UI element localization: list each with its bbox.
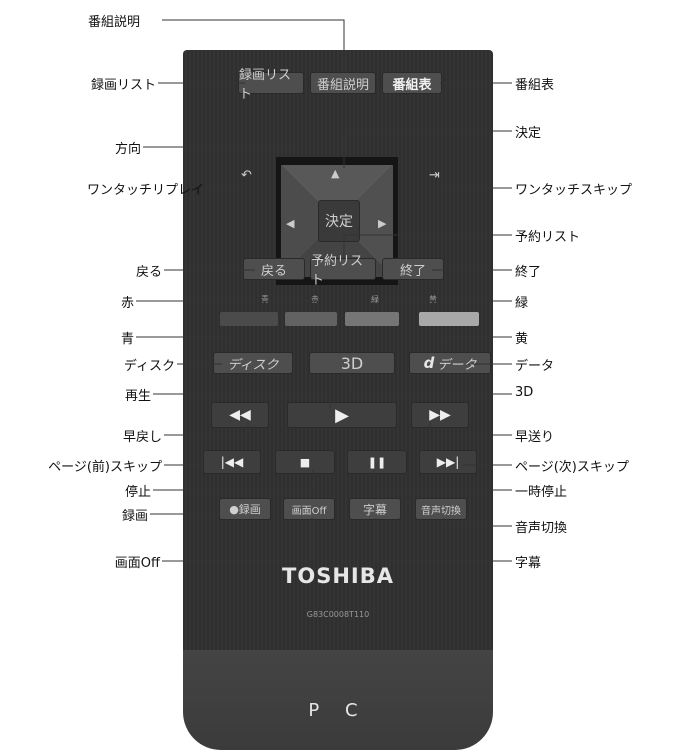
label-yoyaku-list: 予約リスト bbox=[515, 230, 581, 245]
bangumi-setsumei-button[interactable]: 番組説明 bbox=[310, 72, 376, 94]
label-houkou: 方向 bbox=[114, 142, 141, 157]
ao-button[interactable] bbox=[220, 312, 278, 326]
ki-caption: 黄 bbox=[429, 295, 437, 304]
play-button[interactable]: ▶ bbox=[287, 402, 397, 428]
leader-teishi bbox=[153, 470, 314, 491]
label-shuryo: 終了 bbox=[515, 265, 542, 280]
toshiba-logo: TOSHIBA bbox=[282, 564, 394, 588]
label-ichiji-teishi: 一時停止 bbox=[515, 485, 568, 500]
one-touch-skip-button[interactable]: ⇥ bbox=[429, 168, 440, 183]
aka-button[interactable] bbox=[285, 312, 337, 326]
remote-body bbox=[183, 50, 493, 650]
label-midori: 緑 bbox=[515, 296, 529, 311]
leader-hayaokuri bbox=[429, 422, 512, 436]
remote-bottom-cap bbox=[183, 650, 493, 750]
leader-yoyaku-list bbox=[343, 234, 512, 258]
label-page-next-skip: ページ(次)スキップ bbox=[515, 460, 629, 475]
data-d-mark: d bbox=[423, 354, 435, 372]
bangumihyo-button[interactable]: 番組表 bbox=[382, 72, 442, 94]
label-disc: ディスク bbox=[123, 359, 175, 374]
label-page-prev-skip: ページ(前)スキップ bbox=[48, 460, 162, 475]
onsei-kirikae-button[interactable]: 音声切換 bbox=[415, 498, 467, 520]
data-button-label: データ bbox=[437, 357, 477, 373]
leader-gamen-off bbox=[162, 518, 313, 562]
three-d-button[interactable]: 3D bbox=[309, 352, 395, 374]
model-number: G83C0008T110 bbox=[306, 610, 370, 619]
label-jimaku: 字幕 bbox=[515, 556, 542, 571]
jimaku-button[interactable]: 字幕 bbox=[349, 498, 401, 520]
remote-control: 録画リスト 番組説明 番組表 ↶ ⇥ ▲ ▼ ◀ ▶ 決定 戻る 予約リスト 終… bbox=[183, 50, 493, 750]
data-button[interactable]: d データ bbox=[409, 352, 491, 374]
arrow-left-icon[interactable]: ◀ bbox=[286, 217, 295, 230]
page-next-skip-button[interactable]: ▶▶| bbox=[419, 450, 477, 474]
label-three-d: 3D bbox=[515, 385, 534, 400]
label-data: データ bbox=[515, 359, 555, 374]
leader-kettei bbox=[343, 130, 512, 168]
leader-hayamodoshi bbox=[164, 422, 249, 436]
label-gamen-off: 画面Off bbox=[114, 556, 160, 571]
label-hayamodoshi: 早戻し bbox=[122, 430, 162, 445]
ao-caption: 青 bbox=[261, 295, 269, 304]
rewind-button[interactable]: ◀◀ bbox=[211, 402, 269, 428]
label-rokuga-list: 録画リスト bbox=[90, 78, 156, 93]
midori-button[interactable] bbox=[345, 312, 399, 326]
ki-button[interactable] bbox=[419, 312, 479, 326]
disc-button[interactable]: ディスク bbox=[213, 352, 293, 374]
midori-caption: 緑 bbox=[371, 295, 379, 304]
arrow-right-icon[interactable]: ▶ bbox=[378, 217, 387, 230]
rokuga-list-button[interactable]: 録画リスト bbox=[238, 68, 304, 102]
one-touch-replay-button[interactable]: ↶ bbox=[241, 168, 252, 183]
leader-three-d bbox=[350, 376, 512, 395]
label-bangumi-setsumei: 番組説明 bbox=[88, 15, 141, 30]
label-ki: 黄 bbox=[515, 332, 529, 347]
label-ao: 青 bbox=[120, 332, 134, 347]
label-kettei: 決定 bbox=[515, 126, 542, 141]
pause-button[interactable]: ❚❚ bbox=[347, 450, 407, 474]
label-saisei: 再生 bbox=[124, 389, 151, 404]
label-one-touch-replay: ワンタッチリプレイ bbox=[86, 183, 204, 198]
leader-saisei bbox=[153, 393, 331, 408]
label-onsei-kirikae: 音声切換 bbox=[515, 521, 568, 536]
leader-midori bbox=[382, 300, 512, 312]
leader-ichiji-teishi bbox=[373, 470, 512, 491]
fast-forward-button[interactable]: ▶▶ bbox=[411, 402, 469, 428]
leader-aka bbox=[136, 300, 323, 312]
stop-button[interactable]: ■ bbox=[275, 450, 335, 474]
label-one-touch-skip: ワンタッチスキップ bbox=[515, 183, 633, 198]
leader-onsei-kirikae bbox=[443, 518, 512, 527]
pc-label: P C bbox=[308, 700, 368, 721]
page-prev-skip-button[interactable]: |◀◀ bbox=[203, 450, 261, 474]
modoru-button[interactable]: 戻る bbox=[243, 258, 305, 280]
leader-bangumi-setsumei bbox=[162, 19, 345, 72]
gamen-off-button[interactable]: 画面Off bbox=[283, 498, 335, 520]
label-modoru: 戻る bbox=[135, 265, 162, 280]
label-aka: 赤 bbox=[120, 296, 134, 311]
label-hayaokuri: 早送り bbox=[515, 430, 555, 445]
arrow-up-icon[interactable]: ▲ bbox=[331, 167, 340, 180]
aka-caption: 赤 bbox=[311, 295, 319, 304]
yoyaku-list-button[interactable]: 予約リスト bbox=[310, 254, 376, 288]
rokuga-button[interactable]: ●録画 bbox=[219, 498, 271, 520]
label-rokuga: 録画 bbox=[121, 509, 148, 524]
label-teishi: 停止 bbox=[124, 485, 151, 500]
label-bangumihyo: 番組表 bbox=[515, 78, 555, 93]
shuryo-button[interactable]: 終了 bbox=[382, 258, 444, 280]
leader-jimaku bbox=[375, 518, 512, 562]
